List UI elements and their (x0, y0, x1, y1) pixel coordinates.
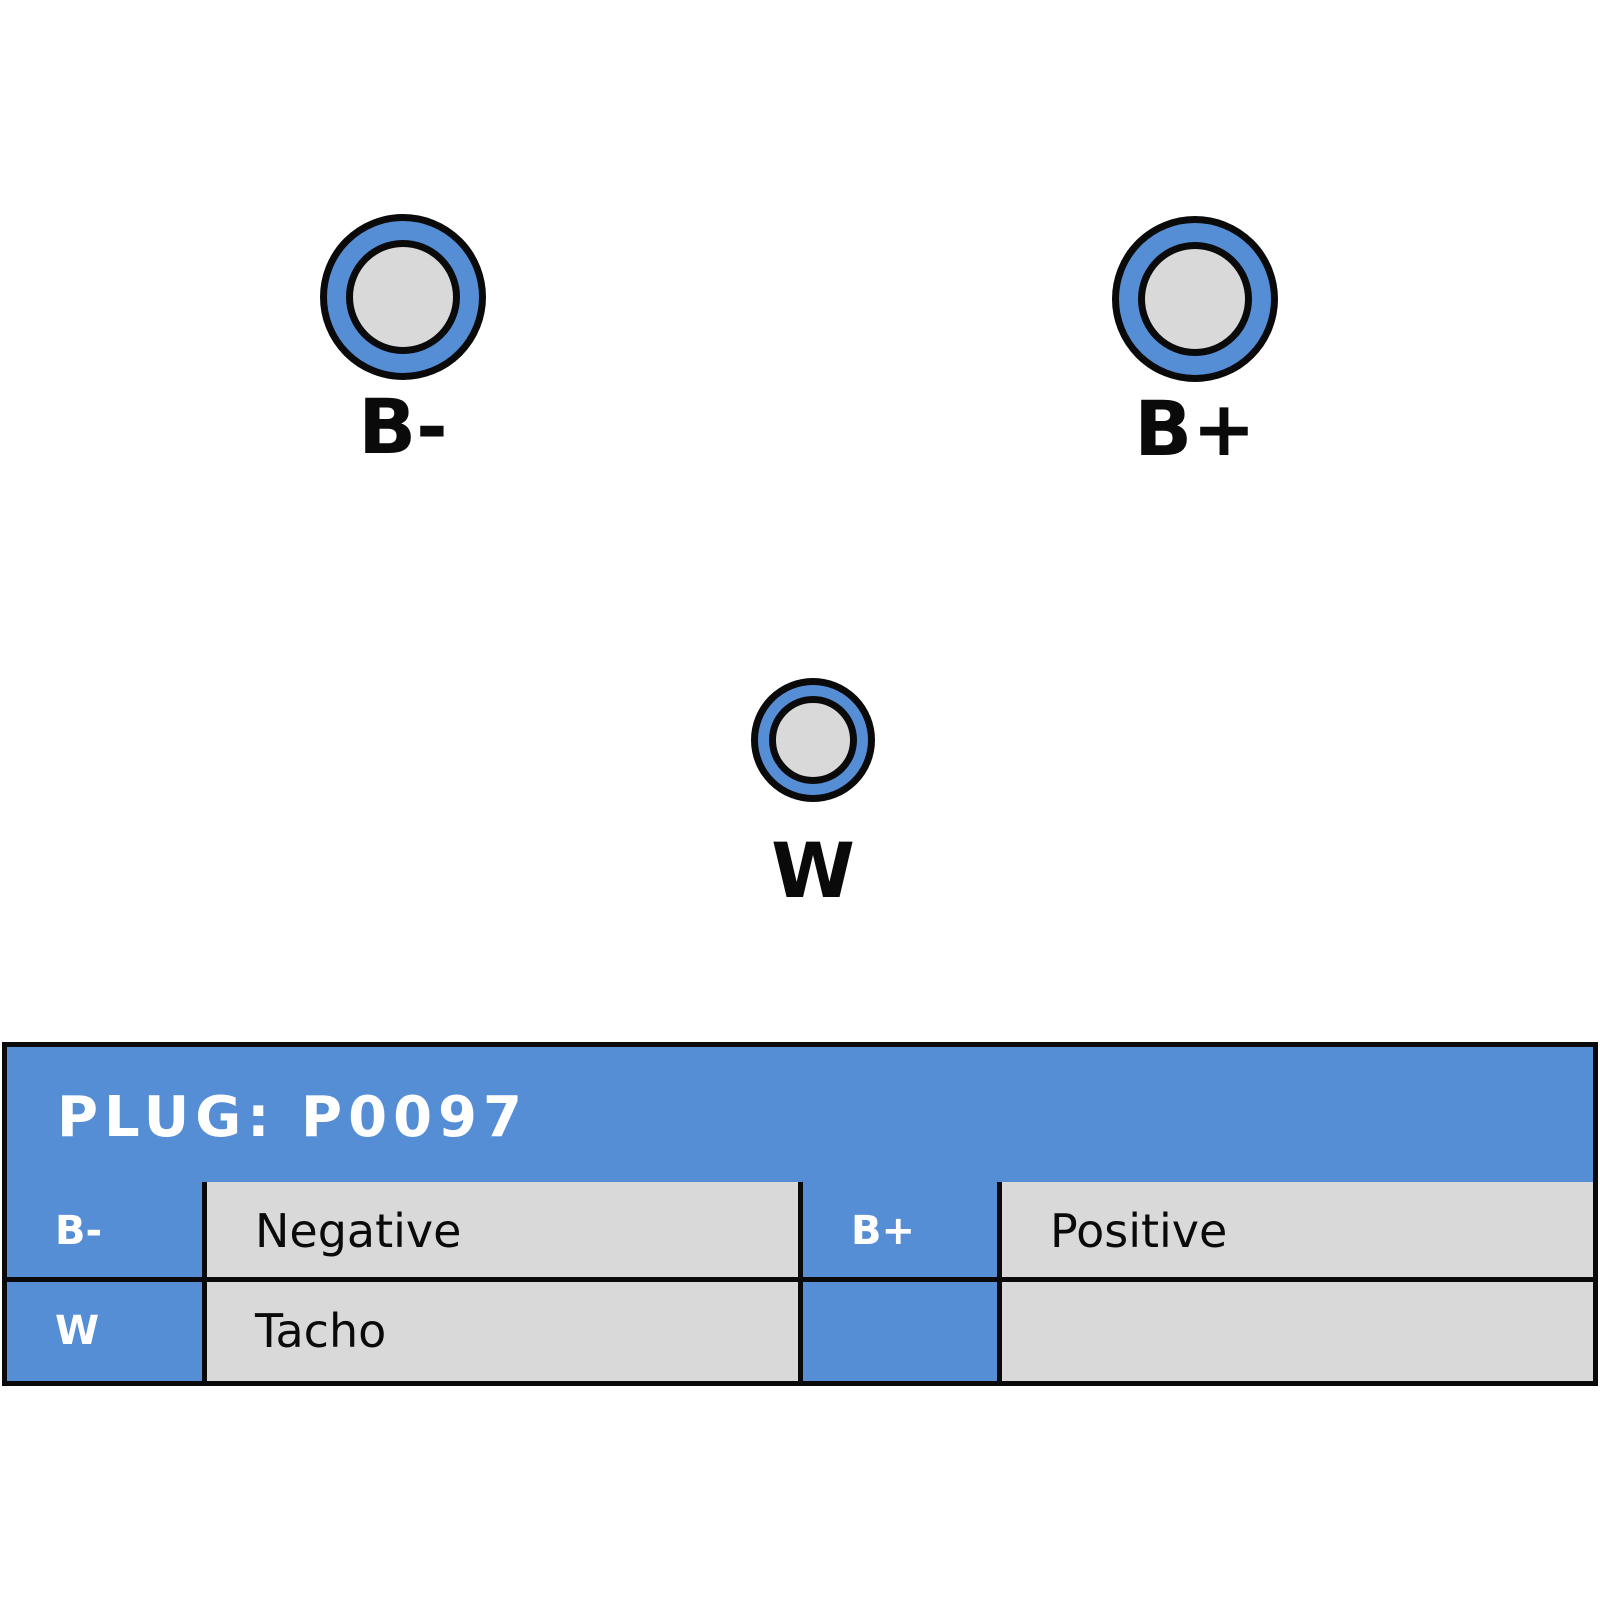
pin-description: Negative (255, 1204, 462, 1258)
table-cell-pin: W (7, 1282, 207, 1381)
terminal-b-minus: B- (320, 214, 486, 471)
terminal-label: B+ (1134, 384, 1256, 473)
terminal-label: W (771, 826, 855, 915)
table-cell-pin (803, 1282, 1002, 1381)
pin-description: Positive (1050, 1204, 1228, 1258)
terminal-w: W (751, 678, 875, 915)
table-title: PLUG: P0097 (57, 1085, 528, 1150)
terminal-pin (1138, 242, 1252, 356)
table-cell-pin: B+ (803, 1182, 1002, 1282)
terminal-pin (346, 240, 460, 354)
pinout-table: PLUG: P0097 B- Negative B+ Positive W Ta… (2, 1042, 1598, 1386)
terminal-label: B- (358, 382, 448, 471)
table-cell-desc: Negative (207, 1182, 803, 1282)
table-cell-desc: Tacho (207, 1282, 803, 1381)
pin-id: B+ (851, 1208, 916, 1254)
pin-id: W (55, 1308, 100, 1354)
table-cell-desc: Positive (1002, 1182, 1593, 1282)
table-header: PLUG: P0097 (7, 1047, 1593, 1187)
table-cell-pin: B- (7, 1182, 207, 1282)
pin-id: B- (55, 1208, 103, 1254)
pin-description: Tacho (255, 1304, 387, 1358)
table-cell-desc (1002, 1282, 1593, 1381)
terminal-pin (769, 696, 857, 784)
terminal-b-plus: B+ (1112, 216, 1278, 473)
